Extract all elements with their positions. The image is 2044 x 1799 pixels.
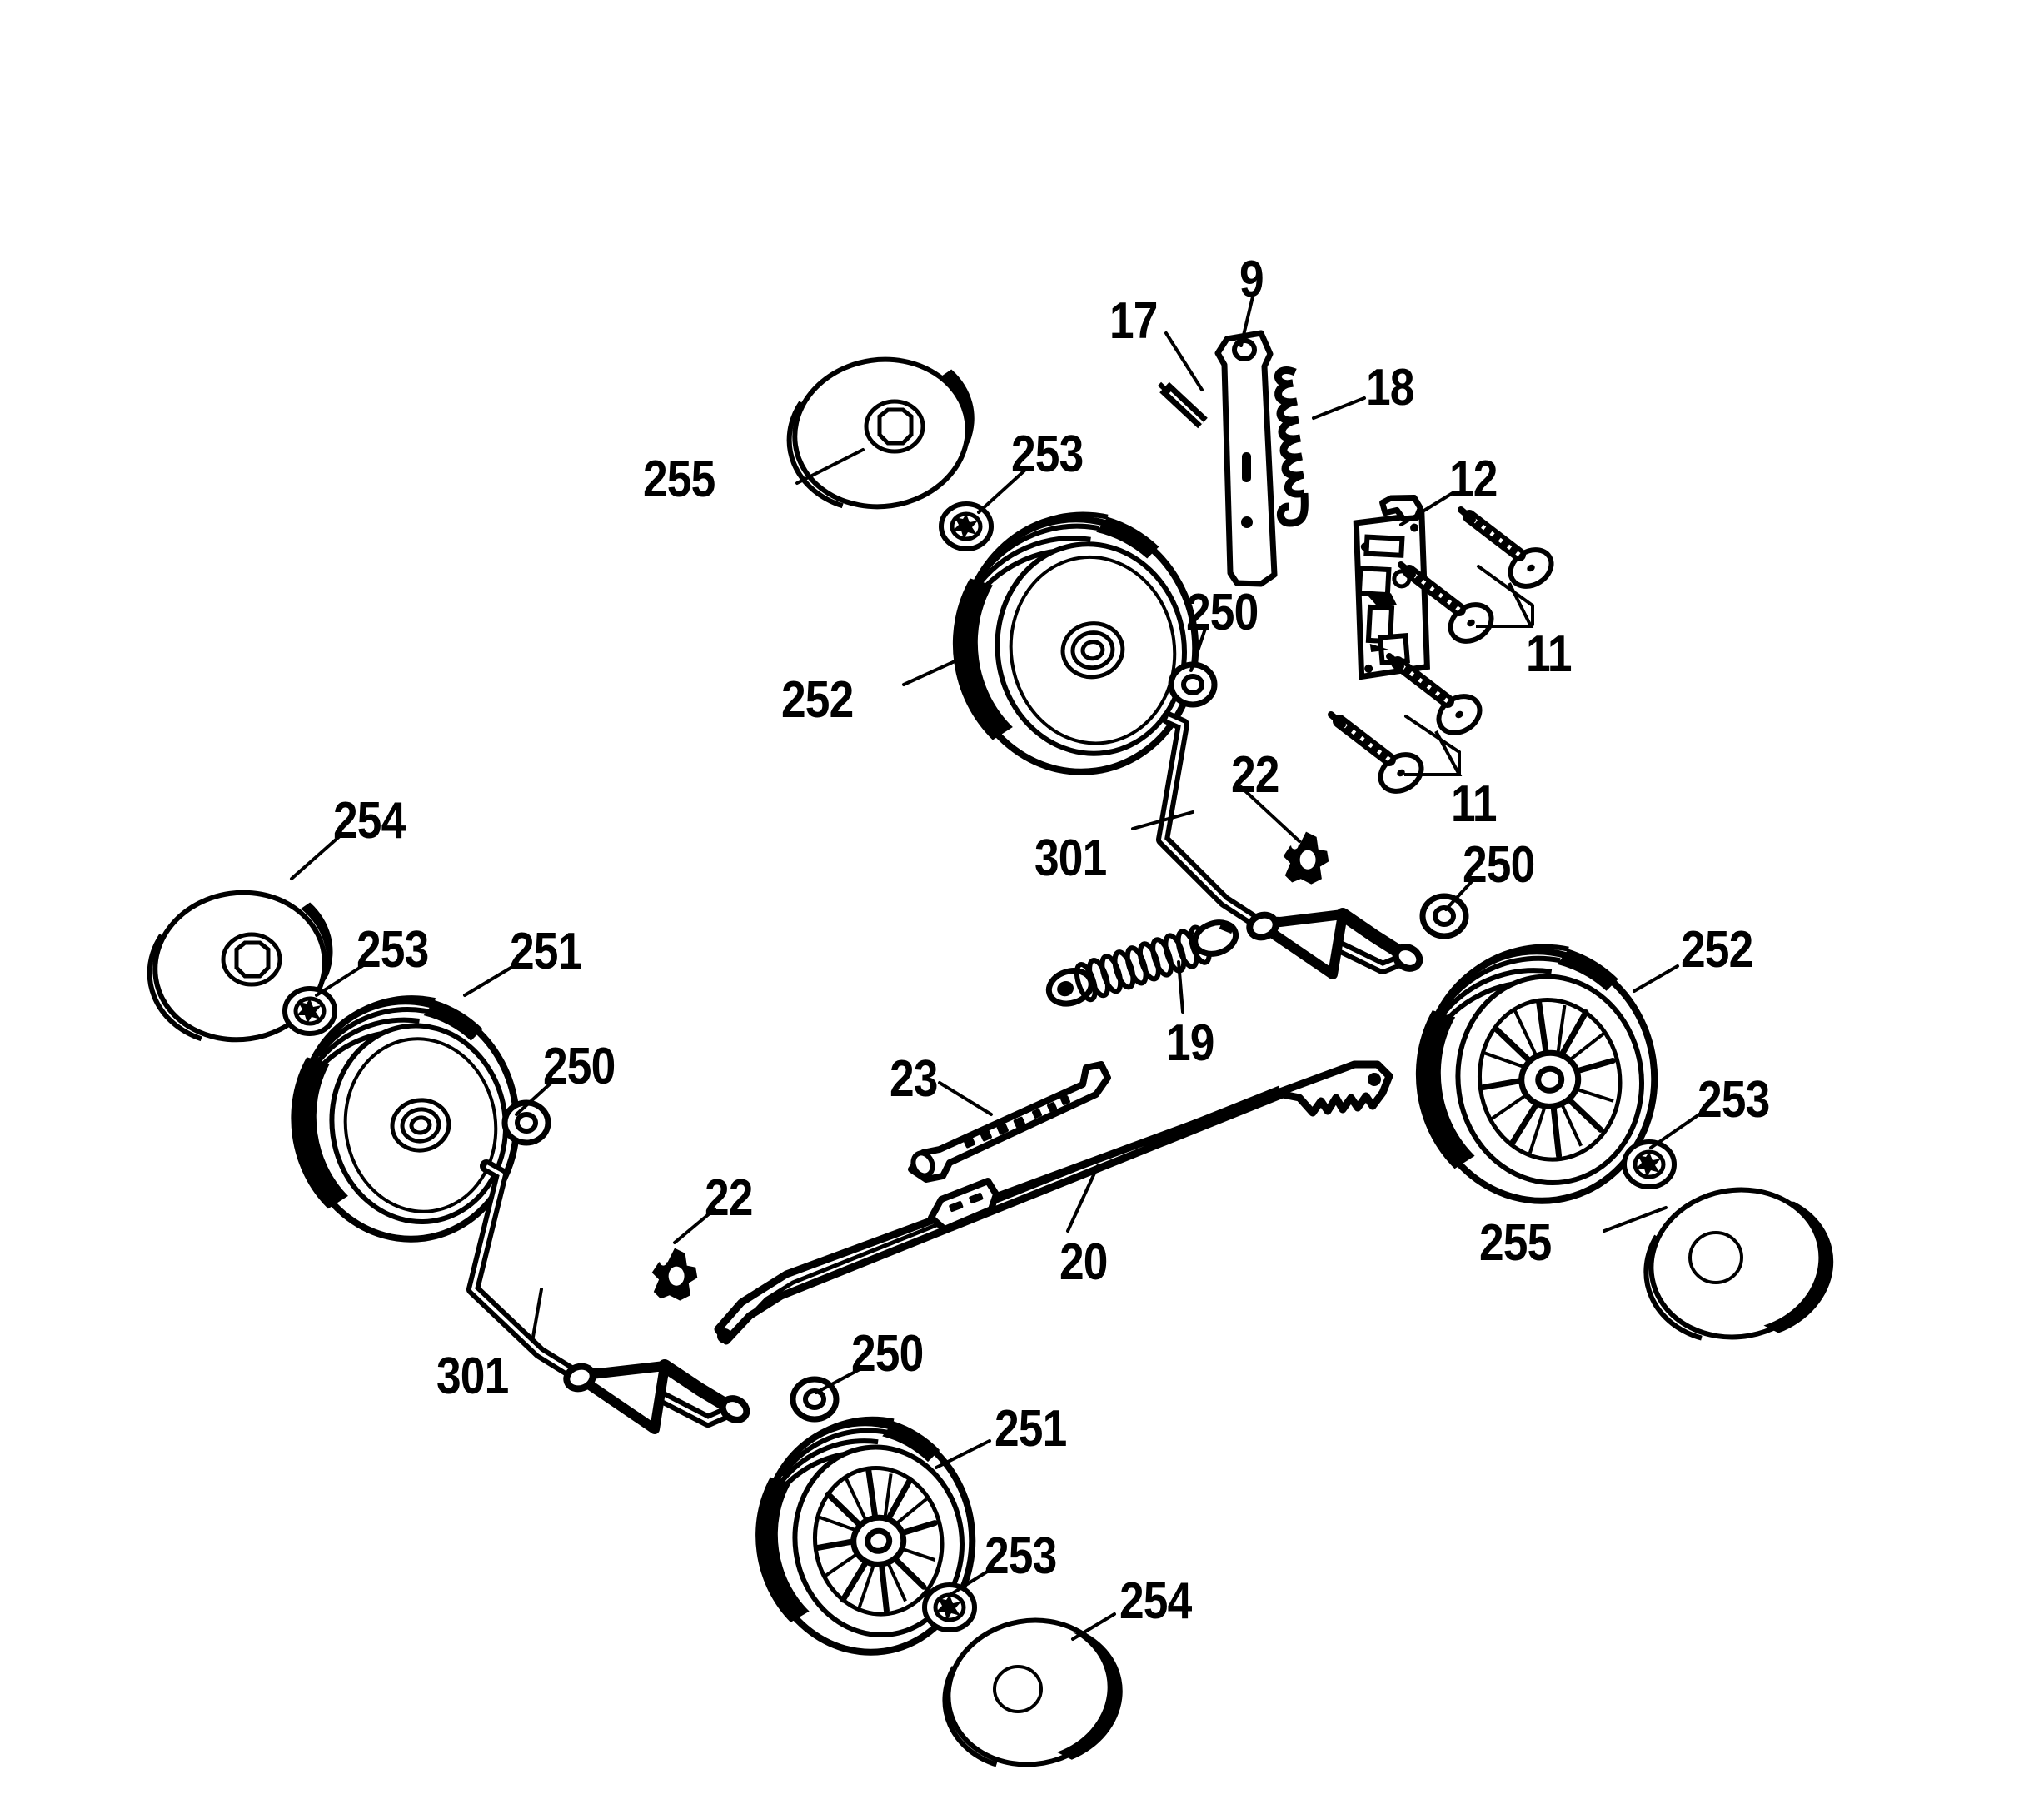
callout-label-301-24: 301: [436, 1348, 509, 1405]
leader-line-252-13: [1633, 964, 1679, 993]
part-255-hubcap-top-left: [786, 356, 975, 510]
leader-line-22-20: [673, 1208, 716, 1244]
part-301-axle-rod-top: [1156, 711, 1423, 979]
part-253-star-washer-right: [1624, 1142, 1674, 1187]
part-22-clip-top: [1283, 831, 1329, 885]
leader-line-301-24: [531, 1288, 543, 1338]
callout-label-251-26: 251: [995, 1400, 1067, 1458]
leader-line-253-27: [950, 1567, 993, 1596]
callout-label-254-28: 254: [1119, 1572, 1192, 1630]
part-253-star-washer-top: [941, 504, 991, 549]
part-17-roll-pin: [1157, 381, 1208, 429]
callout-label-11-5: 11: [1451, 775, 1498, 833]
leader-line-254-28: [1071, 1612, 1116, 1641]
callout-label-18-2: 18: [1366, 359, 1414, 416]
part-11-screw-1: [1461, 510, 1558, 594]
leader-line-253-17: [315, 963, 366, 997]
callout-label-253-14: 253: [1698, 1071, 1770, 1129]
callout-label-255-6: 255: [643, 451, 715, 508]
callout-label-252-13: 252: [1681, 921, 1753, 979]
part-250-flat-washer-left: [505, 1103, 548, 1143]
leader-line-255-15: [1603, 1206, 1668, 1233]
callout-label-250-25: 250: [851, 1325, 924, 1383]
screw-leader-top: [1476, 582, 1534, 628]
callout-label-11-4: 11: [1526, 625, 1573, 683]
part-19-extension-spring: [1045, 919, 1239, 1007]
callout-label-254-16: 254: [333, 792, 406, 850]
leader-line-255-6: [795, 448, 865, 485]
leader-line-251-26: [935, 1439, 991, 1469]
callout-label-12-3: 12: [1449, 451, 1498, 508]
callout-label-22-10: 22: [1231, 746, 1279, 804]
part-254-hubcap-bottom: [942, 1617, 1123, 1767]
part-22-clip-bottom: [651, 1248, 698, 1301]
part-252-wheel-right: [1415, 944, 1658, 1204]
leader-line-19-22: [1177, 960, 1184, 1014]
callout-label-19-22: 19: [1166, 1014, 1214, 1072]
callout-label-251-18: 251: [510, 923, 582, 980]
part-12-mounting-bracket: [1353, 495, 1430, 680]
leader-line-12-3: [1399, 491, 1454, 526]
leader-line-250-25: [815, 1366, 865, 1394]
leader-line-22-10: [1239, 785, 1301, 843]
callout-leader-lines: [290, 292, 1701, 1641]
part-251-wheel-bottom: [755, 1416, 976, 1656]
leader-line-301-11: [1131, 810, 1194, 830]
part-254-hubcap-left: [147, 890, 333, 1043]
leader-line-9-1: [1239, 292, 1255, 347]
callout-label-23-21: 23: [890, 1050, 938, 1108]
callout-label-253-7: 253: [1011, 426, 1084, 483]
leader-line-250-19: [515, 1079, 555, 1116]
leader-line-253-14: [1649, 1113, 1701, 1149]
leader-line-253-7: [977, 469, 1026, 514]
part-301-axle-rod-bottom: [466, 1159, 750, 1434]
leader-line-23-21: [938, 1081, 993, 1116]
leader-line-251-18: [463, 963, 518, 997]
part-11-screw-4: [1331, 715, 1428, 799]
leader-line-252-8: [902, 656, 964, 686]
leader-line-11-4: [1477, 565, 1534, 626]
leader-line-250-12: [1444, 877, 1476, 911]
leader-line-250-9: [1189, 625, 1208, 672]
part-250-flat-washer-right: [1423, 896, 1466, 936]
part-252-wheel-top: [952, 511, 1199, 775]
callout-label-17-0: 17: [1109, 292, 1158, 350]
part-20-height-adjust-lever: [714, 1060, 1393, 1345]
part-9-flat-link-bar: [1214, 330, 1278, 587]
part-253-star-washer-bottom: [925, 1585, 975, 1630]
part-251-wheel-left: [291, 995, 521, 1243]
callout-label-252-8: 252: [781, 671, 854, 729]
callout-label-253-27: 253: [985, 1527, 1057, 1585]
leader-line-20-23: [1066, 1164, 1099, 1233]
part-18-coil-spring: [1274, 366, 1309, 527]
part-11-screw-3: [1389, 656, 1487, 740]
callout-label-250-12: 250: [1463, 836, 1535, 894]
leader-line-17-0: [1164, 331, 1204, 391]
leader-line-254-16: [290, 833, 343, 880]
callout-label-250-19: 250: [543, 1038, 616, 1095]
callout-label-22-20: 22: [705, 1169, 753, 1227]
part-255-hubcap-right: [1643, 1187, 1834, 1341]
callout-label-9-1: 9: [1239, 251, 1264, 308]
leader-line-11-5: [1404, 715, 1461, 776]
callout-label-253-17: 253: [356, 921, 429, 979]
callout-label-301-11: 301: [1034, 830, 1107, 887]
callout-label-20-23: 20: [1059, 1233, 1108, 1291]
leader-line-18-2: [1312, 396, 1366, 420]
part-253-star-washer-left: [285, 989, 335, 1034]
part-23-perforated-strip: [908, 1061, 1111, 1183]
callout-label-250-9: 250: [1186, 584, 1259, 641]
callout-label-255-15: 255: [1479, 1214, 1552, 1272]
